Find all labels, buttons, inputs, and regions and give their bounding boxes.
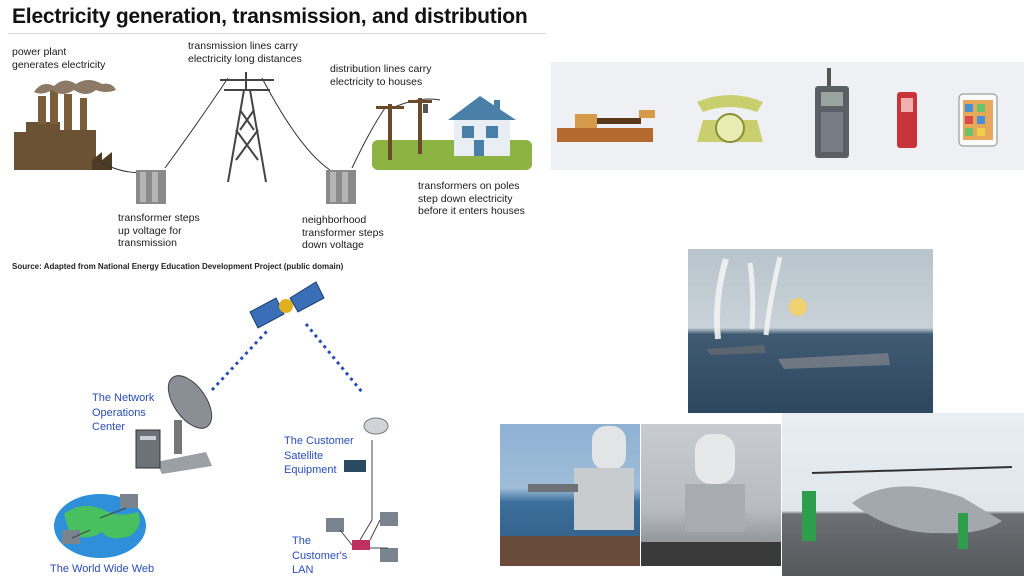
ciws-photo-right [641, 424, 781, 566]
electricity-diagram [14, 72, 532, 204]
missile-launch-photo [688, 249, 933, 413]
electricity-title: Electricity generation, transmission, an… [12, 5, 528, 28]
transformer-icon [136, 170, 166, 204]
www-label: The World Wide Web [50, 563, 155, 575]
source-note: Source: Adapted from National Energy Edu… [12, 262, 344, 271]
server-icon [135, 429, 161, 469]
smartphone-icon [958, 93, 998, 147]
title-divider [8, 33, 546, 34]
uplink-beam [210, 328, 270, 392]
ciws-photo-left [500, 424, 640, 566]
router-icon [352, 540, 370, 550]
telegraph-key-icon [557, 110, 655, 142]
brick-phone-icon [815, 68, 849, 158]
downlink-beam [304, 323, 364, 393]
transmission-tower-icon [220, 72, 274, 183]
factory-icon [14, 80, 116, 170]
dish-antenna-icon [156, 375, 213, 474]
computer-icon [62, 494, 398, 562]
satellite-network-diagram [54, 281, 398, 562]
house-icon [448, 96, 516, 156]
transformer-icon [326, 170, 356, 204]
satellite-icon [249, 281, 325, 329]
dish-antenna-icon [344, 417, 389, 472]
utility-pole-icon [376, 98, 432, 160]
flip-phone-icon [897, 92, 917, 148]
phone-evolution-panel [551, 62, 1024, 170]
drone-helicopter-photo [782, 413, 1024, 576]
rotary-phone-icon [697, 95, 763, 143]
